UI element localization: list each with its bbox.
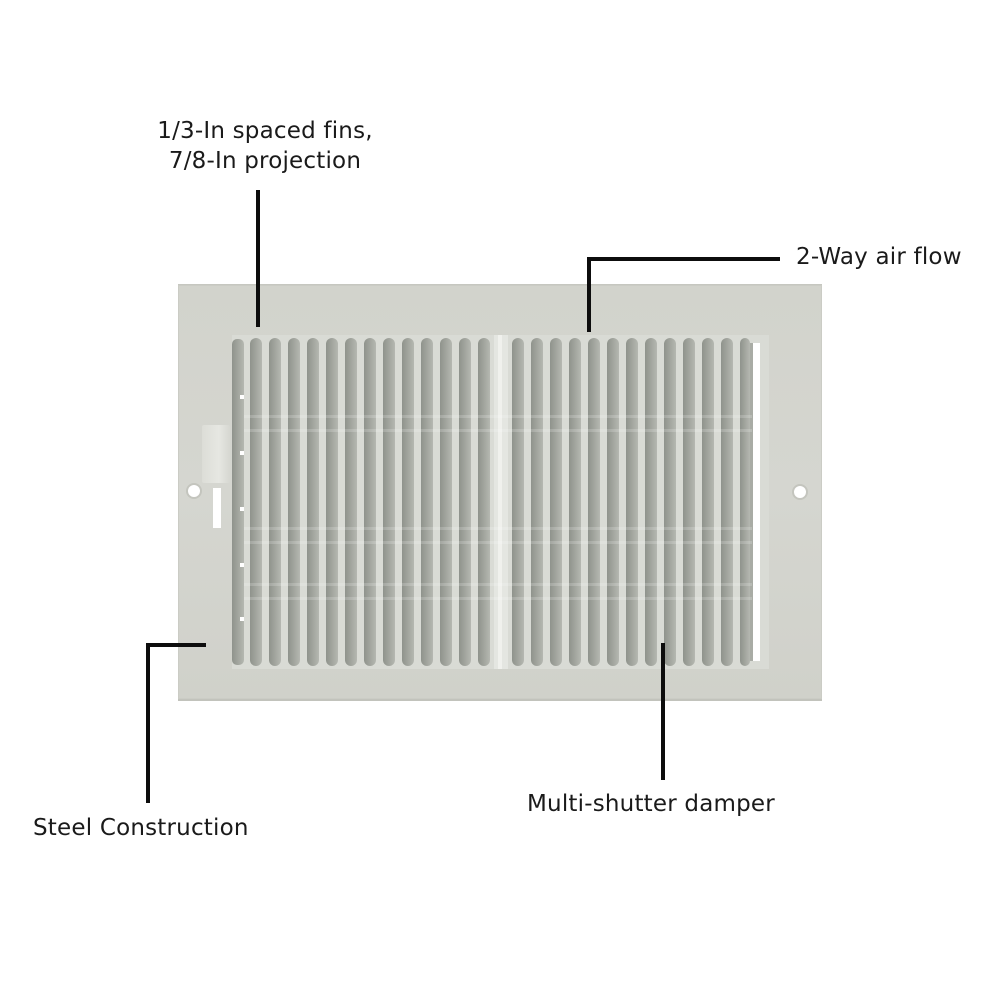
- screw-hole-right: [794, 486, 806, 498]
- label-spaced-fins: 1/3-In spaced fins, 7/8-In projection: [130, 116, 400, 176]
- air-register-frame: [178, 284, 822, 701]
- callout-line-steel-horizontal: [146, 643, 206, 647]
- callout-line-damper: [661, 643, 665, 780]
- label-multi-shutter-damper: Multi-shutter damper: [527, 791, 775, 817]
- label-2-way-airflow: 2-Way air flow: [796, 244, 962, 270]
- callout-line-airflow-vertical: [587, 257, 591, 332]
- callout-line-steel-vertical: [146, 643, 150, 803]
- label-spaced-fins-line1: 1/3-In spaced fins,: [157, 118, 373, 144]
- label-spaced-fins-line2: 7/8-In projection: [168, 148, 362, 174]
- damper-lever: [202, 425, 230, 483]
- callout-line-airflow-horizontal: [587, 257, 780, 261]
- screw-hole-left: [188, 485, 200, 497]
- grille-fins: [232, 335, 769, 669]
- label-steel-construction: Steel Construction: [33, 815, 249, 841]
- fin-array-graphic: [232, 335, 769, 669]
- damper-slot: [213, 488, 221, 528]
- callout-line-fins: [256, 190, 260, 327]
